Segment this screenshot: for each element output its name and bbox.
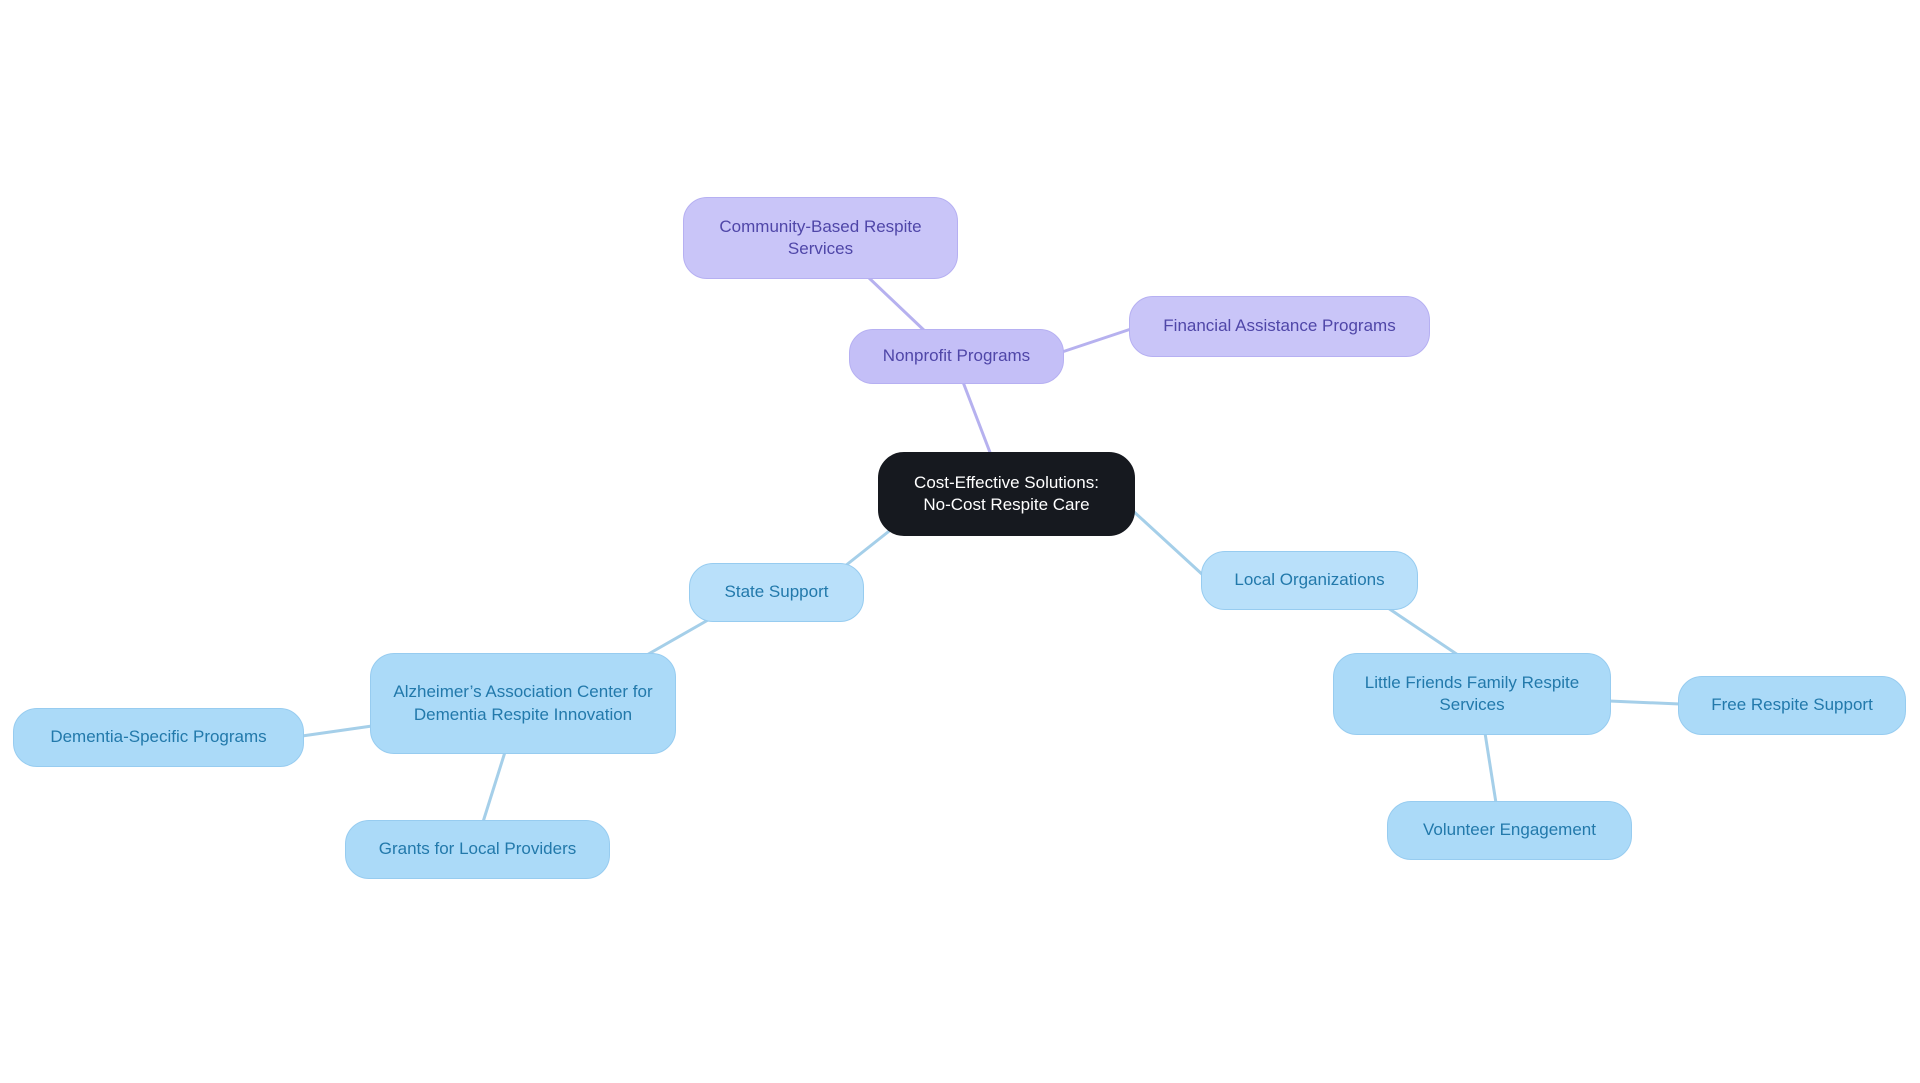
node-state-support[interactable]: State Support (689, 563, 864, 622)
edge-littlefriends-freerespite (1607, 699, 1682, 706)
node-volunteer-engagement[interactable]: Volunteer Engagement (1387, 801, 1632, 860)
node-label: Financial Assistance Programs (1163, 316, 1396, 336)
node-community-based-respite-services[interactable]: Community-Based Respite Services (683, 197, 958, 279)
node-label: Volunteer Engagement (1423, 820, 1596, 840)
node-label: Free Respite Support (1711, 695, 1873, 715)
node-little-friends-family-respite-services[interactable]: Little Friends Family Respite Services (1333, 653, 1611, 735)
node-central-topic[interactable]: Cost-Effective Solutions: No-Cost Respit… (878, 452, 1135, 536)
edge-central-local (1130, 508, 1206, 578)
edge-state-alzheimers (643, 618, 710, 658)
edge-littlefriends-volunteer (1483, 731, 1498, 805)
node-label: Cost-Effective Solutions: No-Cost Respit… (914, 472, 1099, 514)
node-grants-for-local-providers[interactable]: Grants for Local Providers (345, 820, 610, 879)
edge-nonprofit-financial (1060, 327, 1133, 354)
edge-alzheimers-grants (481, 750, 507, 824)
node-alzheimers-association-center[interactable]: Alzheimer’s Association Center for Demen… (370, 653, 676, 754)
node-financial-assistance-programs[interactable]: Financial Assistance Programs (1129, 296, 1430, 357)
node-label: Grants for Local Providers (378, 839, 577, 859)
node-dementia-specific-programs[interactable]: Dementia-Specific Programs (13, 708, 304, 767)
node-label: Dementia-Specific Programs (50, 727, 267, 747)
node-label: Nonprofit Programs (882, 346, 1031, 366)
node-label: Community-Based Respite Services (719, 216, 922, 258)
edge-nonprofit-community (866, 275, 930, 336)
edge-alzheimers-dementia (300, 724, 374, 738)
node-local-organizations[interactable]: Local Organizations (1201, 551, 1418, 610)
node-label: Little Friends Family Respite Services (1364, 672, 1580, 714)
node-free-respite-support[interactable]: Free Respite Support (1678, 676, 1906, 735)
edge-central-nonprofit (961, 380, 993, 457)
edge-local-littlefriends (1386, 606, 1460, 657)
node-label: State Support (724, 582, 829, 602)
node-label: Alzheimer’s Association Center for Demen… (393, 682, 653, 724)
node-nonprofit-programs[interactable]: Nonprofit Programs (849, 329, 1064, 384)
node-label: Local Organizations (1234, 570, 1385, 590)
